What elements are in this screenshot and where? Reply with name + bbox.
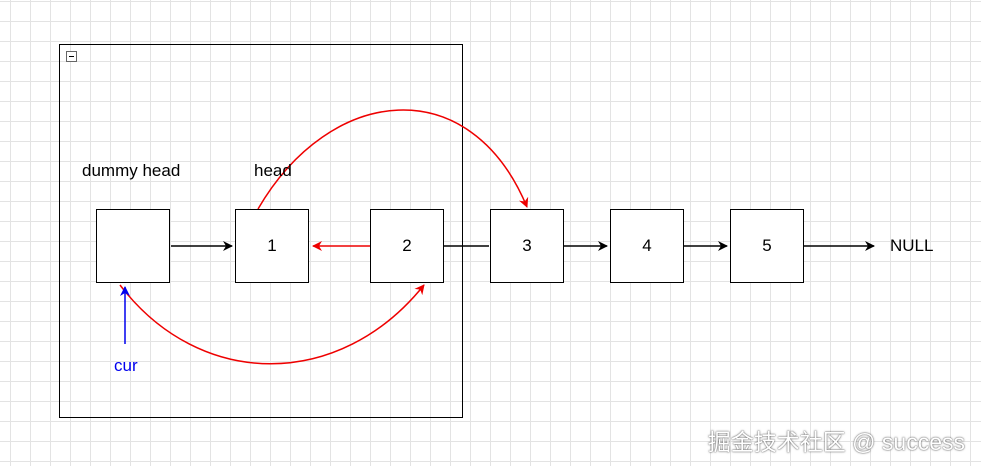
node-value: 5 <box>762 236 772 255</box>
arrow-node-1-to-node-3 <box>257 109 529 210</box>
node-value: 3 <box>522 236 532 255</box>
cur-label: cur <box>114 356 138 375</box>
dummy-head-label: dummy head <box>82 161 181 180</box>
node-value: 2 <box>402 236 412 255</box>
head-label: head <box>254 161 292 180</box>
null-label: NULL <box>890 236 934 255</box>
node-2[interactable]: 2 <box>370 209 444 283</box>
dummy-head-node[interactable] <box>96 209 170 283</box>
arrow-dummy-to-node-2 <box>119 284 425 365</box>
group-container <box>59 44 463 418</box>
node-value: 1 <box>267 236 277 255</box>
node-4[interactable]: 4 <box>610 209 684 283</box>
watermark: 掘金技术社区 @ success <box>707 429 965 455</box>
collapse-toggle-icon[interactable] <box>66 51 77 62</box>
node-1[interactable]: 1 <box>235 209 309 283</box>
node-5[interactable]: 5 <box>730 209 804 283</box>
node-value: 4 <box>642 236 652 255</box>
node-3[interactable]: 3 <box>490 209 564 283</box>
